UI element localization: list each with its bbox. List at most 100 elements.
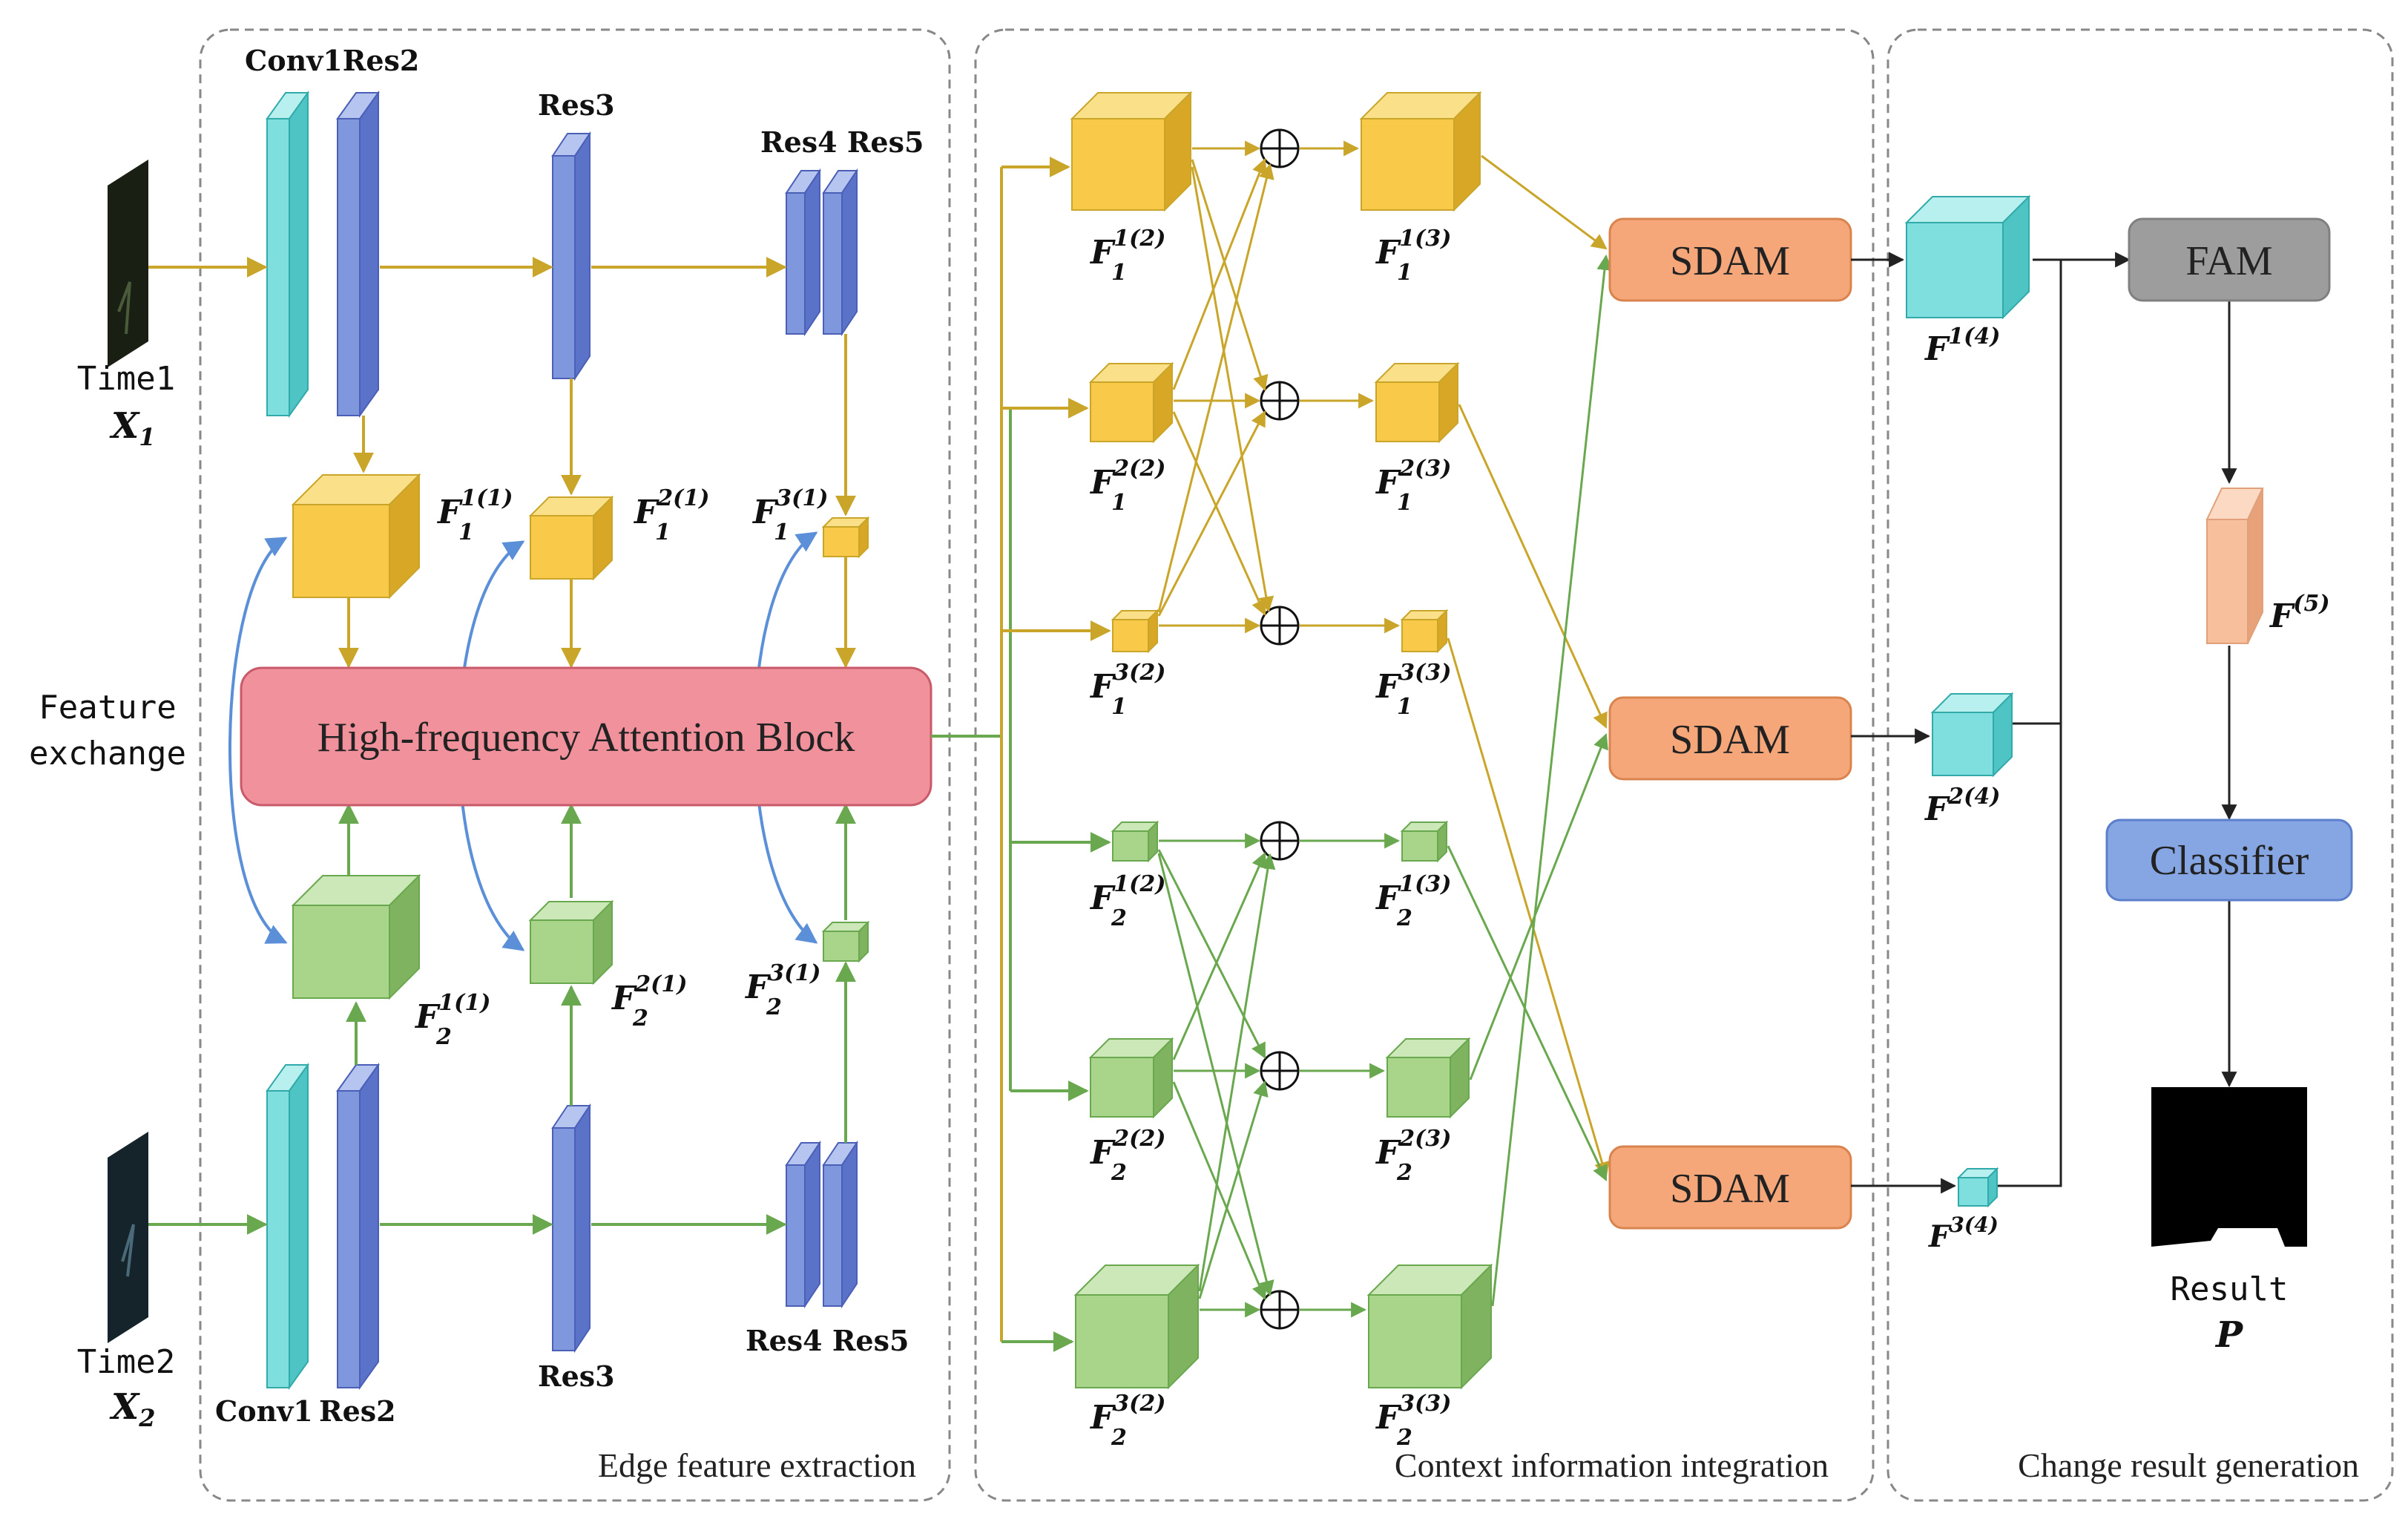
label-conv1-bottom: Conv1 bbox=[215, 1394, 313, 1428]
classifier-block: Classifier bbox=[2105, 819, 2353, 902]
sdam-input-arrows bbox=[1447, 154, 1613, 1307]
svg-text:F3(1)2: F3(1)2 bbox=[744, 960, 820, 1020]
feature-exchange-label-line1: Feature bbox=[39, 689, 176, 726]
cube-f21-1 bbox=[528, 495, 614, 581]
label-f11-2: F1(2)1 bbox=[1089, 226, 1165, 286]
label-res3-bottom: Res3 bbox=[538, 1359, 615, 1393]
slab-f5 bbox=[2205, 488, 2264, 644]
cube-f31-1 bbox=[821, 516, 870, 559]
cube-f22-1 bbox=[528, 899, 614, 985]
cube-f21-2 bbox=[1088, 361, 1174, 444]
panel-caption-context: Context information integration bbox=[1395, 1446, 1829, 1484]
svg-text:F2(4): F2(4) bbox=[1924, 784, 2000, 828]
hfab-output-bus bbox=[931, 157, 1111, 1352]
res2-slab-bottom bbox=[336, 1062, 380, 1391]
cross-scale-arrows-time1 bbox=[1157, 140, 1401, 634]
result-label: Result bbox=[2171, 1270, 2289, 1308]
label-f31-2: F3(2)1 bbox=[1089, 660, 1165, 720]
time1-label: Time1 bbox=[77, 360, 175, 398]
svg-text:F1(1)1: F1(1)1 bbox=[436, 485, 513, 545]
svg-text:F2(3)2: F2(3)2 bbox=[1375, 1126, 1451, 1186]
label-f12-3: F1(3)2 bbox=[1375, 871, 1451, 931]
label-f11-3: F1(3)1 bbox=[1375, 226, 1451, 286]
svg-text:F3(2)2: F3(2)2 bbox=[1089, 1391, 1165, 1451]
result-arrows bbox=[1851, 252, 2237, 1194]
svg-text:F3(3)2: F3(3)2 bbox=[1375, 1391, 1451, 1451]
label-f21-3: F2(3)1 bbox=[1375, 456, 1451, 516]
label-f12-2: F1(2)2 bbox=[1089, 871, 1165, 931]
svg-text:F1(3)2: F1(3)2 bbox=[1375, 871, 1451, 931]
sdam-label-3: SDAM bbox=[1670, 1166, 1790, 1212]
cube-f22-2 bbox=[1088, 1037, 1174, 1119]
panel-change-result-generation bbox=[1886, 28, 2394, 1502]
conv1-slab-bottom bbox=[266, 1062, 309, 1391]
label-f22-1: F2(1)2 bbox=[611, 971, 687, 1031]
fam-block: FAM bbox=[2128, 217, 2331, 302]
label-f1-4: F1(4) bbox=[1924, 324, 2000, 368]
sdam-block-1: SDAM bbox=[1608, 217, 1852, 302]
res5-slab-top bbox=[822, 168, 858, 337]
svg-text:F1(4): F1(4) bbox=[1924, 324, 2000, 368]
res3-slab-top bbox=[551, 131, 591, 381]
svg-text:F2(2)1: F2(2)1 bbox=[1089, 456, 1165, 516]
label-f31-1: F3(1)1 bbox=[751, 485, 828, 545]
svg-text:F2(1)2: F2(1)2 bbox=[611, 971, 687, 1031]
sdam-block-3: SDAM bbox=[1608, 1145, 1852, 1230]
label-f2-4: F2(4) bbox=[1924, 784, 2000, 828]
svg-text:F1(1)2: F1(1)2 bbox=[414, 990, 490, 1050]
cube-f11-2 bbox=[1070, 91, 1193, 212]
svg-text:F1(2)2: F1(2)2 bbox=[1089, 871, 1165, 931]
backbone-arrows-top bbox=[148, 257, 856, 669]
svg-text:F3(4): F3(4) bbox=[1928, 1213, 1999, 1254]
cube-f11-3 bbox=[1359, 91, 1482, 212]
label-conv1res2-top: Conv1Res2 bbox=[245, 44, 419, 77]
cube-f32-1 bbox=[821, 920, 870, 963]
label-f32-1: F3(1)2 bbox=[744, 960, 820, 1020]
cube-f21-3 bbox=[1374, 361, 1460, 444]
label-res2-bottom: Res2 bbox=[319, 1394, 396, 1428]
cube-f31-2 bbox=[1111, 609, 1159, 654]
sum-node-3 bbox=[1260, 606, 1300, 646]
svg-text:F3(2)1: F3(2)1 bbox=[1089, 660, 1165, 720]
time2-label: Time2 bbox=[77, 1343, 175, 1381]
cube-f31-3 bbox=[1400, 609, 1449, 654]
label-f32-2: F3(2)2 bbox=[1089, 1391, 1165, 1451]
res4-slab-bottom bbox=[785, 1140, 821, 1309]
hfab-block: High-frequency Attention Block bbox=[240, 666, 932, 807]
label-f21-2: F2(2)1 bbox=[1089, 456, 1165, 516]
cube-f32-2 bbox=[1073, 1263, 1200, 1390]
label-f11-1: F1(1)1 bbox=[436, 485, 513, 545]
svg-text:F1(2)1: F1(2)1 bbox=[1089, 226, 1165, 286]
label-f32-3: F3(3)2 bbox=[1375, 1391, 1451, 1451]
svg-text:F3(1)1: F3(1)1 bbox=[751, 485, 828, 545]
sum-nodes bbox=[1260, 128, 1300, 1330]
cube-f12-1 bbox=[291, 873, 421, 1000]
panel-context-information-integration bbox=[974, 28, 1875, 1502]
cube-f22-3 bbox=[1385, 1037, 1471, 1119]
label-f3-4: F3(4) bbox=[1928, 1213, 1999, 1254]
sum-node-5 bbox=[1260, 1051, 1300, 1091]
label-f21-1: F2(1)1 bbox=[633, 485, 709, 545]
res5-slab-bottom bbox=[822, 1140, 858, 1309]
label-f22-2: F2(2)2 bbox=[1089, 1126, 1165, 1186]
fam-label: FAM bbox=[2185, 238, 2272, 284]
cube-f12-2 bbox=[1111, 820, 1159, 863]
label-f12-1: F1(1)2 bbox=[414, 990, 490, 1050]
sdam-label-1: SDAM bbox=[1670, 238, 1790, 284]
sum-node-1 bbox=[1260, 128, 1300, 168]
sdam-label-2: SDAM bbox=[1670, 717, 1790, 763]
backbone-arrows-bottom bbox=[148, 803, 856, 1235]
svg-text:F2(2)2: F2(2)2 bbox=[1089, 1126, 1165, 1186]
svg-text:F2(1)1: F2(1)1 bbox=[633, 485, 709, 545]
svg-text:F2(3)1: F2(3)1 bbox=[1375, 456, 1451, 516]
sum-node-6 bbox=[1260, 1290, 1300, 1330]
time1-image bbox=[108, 160, 148, 367]
label-f31-3: F3(3)1 bbox=[1375, 660, 1451, 720]
label-res4res5-top: Res4 Res5 bbox=[760, 125, 924, 159]
panel-edge-feature-extraction bbox=[199, 28, 951, 1502]
result-var: P bbox=[2214, 1314, 2244, 1356]
cube-f32-3 bbox=[1366, 1263, 1493, 1390]
label-res4res5-bottom: Res4 Res5 bbox=[746, 1324, 909, 1357]
time1-var: X1 bbox=[109, 405, 156, 451]
